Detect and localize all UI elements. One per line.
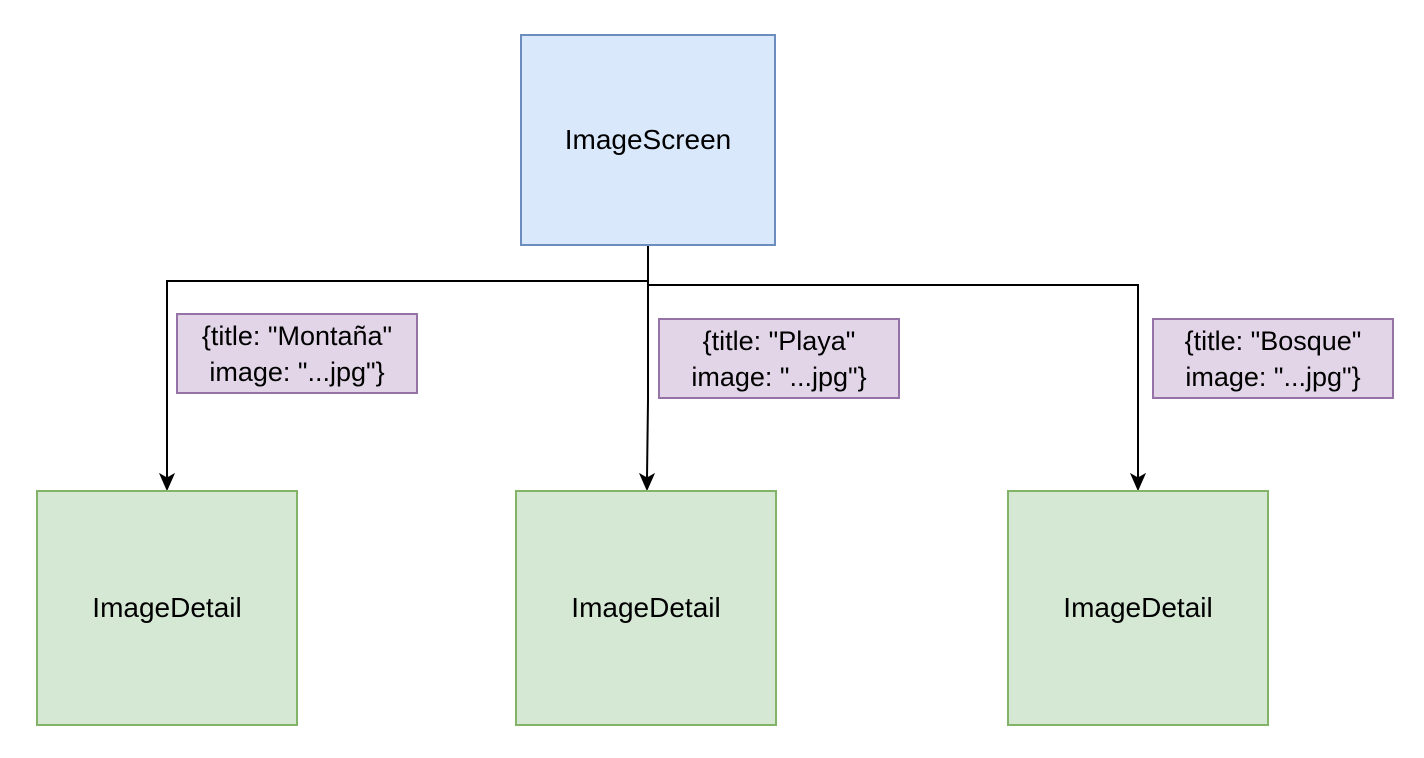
image-detail-node-2: ImageDetail <box>515 490 777 726</box>
image-detail-node-1: ImageDetail <box>36 490 298 726</box>
props-title-line: {title: "Bosque" <box>1184 325 1362 356</box>
image-detail-node-3: ImageDetail <box>1007 490 1269 726</box>
image-detail-label: ImageDetail <box>92 592 242 624</box>
image-detail-label: ImageDetail <box>571 592 721 624</box>
props-title-line: {title: "Playa" <box>702 325 856 356</box>
props-label-montana: {title: "Montaña" image: "...jpg"} <box>176 313 418 394</box>
edge-arrowhead-2 <box>638 472 656 492</box>
edge-arrowhead-3 <box>1129 472 1147 492</box>
props-label-playa: {title: "Playa" image: "...jpg"} <box>658 318 900 399</box>
edge-arrowhead-1 <box>158 472 176 492</box>
props-image-line: image: "...jpg"} <box>691 361 867 392</box>
props-label-bosque: {title: "Bosque" image: "...jpg"} <box>1152 318 1394 399</box>
image-detail-label: ImageDetail <box>1063 592 1213 624</box>
image-screen-label: ImageScreen <box>564 124 732 156</box>
props-title-line: {title: "Montaña" <box>201 320 393 351</box>
edge-root-to-child-2 <box>646 246 649 479</box>
props-image-line: image: "...jpg"} <box>1185 361 1361 392</box>
image-screen-node: ImageScreen <box>520 34 776 246</box>
edge-root-to-child-3 <box>648 284 1139 478</box>
props-image-line: image: "...jpg"} <box>209 356 385 387</box>
